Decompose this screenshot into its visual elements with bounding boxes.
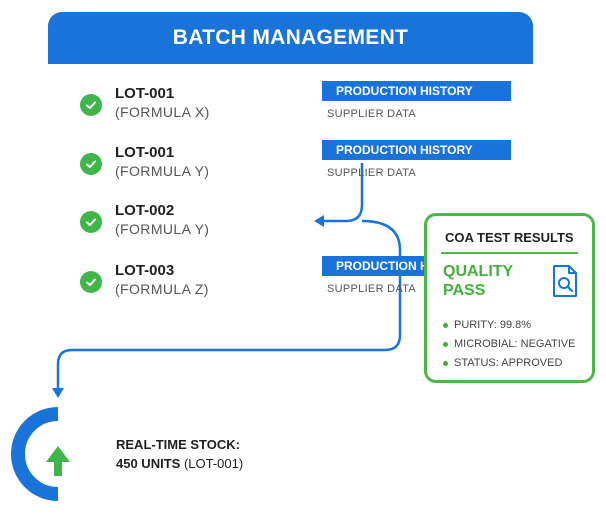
- header-bar: BATCH MANAGEMENT: [48, 12, 533, 64]
- stock-lot: (LOT-001): [183, 456, 244, 471]
- check-icon: [80, 94, 102, 116]
- list-item: MICROBIAL: NEGATIVE: [443, 335, 575, 354]
- check-icon: [80, 211, 102, 233]
- list-item: PURITY: 99.8%: [443, 316, 575, 335]
- lot-formula: (FORMULA Y): [115, 163, 210, 179]
- coa-title: COA TEST RESULTS: [445, 230, 574, 245]
- lot-id: LOT-002: [115, 202, 175, 219]
- check-icon: [80, 153, 102, 175]
- divider: [441, 252, 578, 254]
- lot-formula: (FORMULA X): [115, 104, 210, 120]
- quality-result: QUALITY PASS: [443, 263, 513, 299]
- result-text: MICROBIAL: NEGATIVE: [454, 338, 576, 350]
- check-icon: [80, 271, 102, 293]
- list-item: STATUS: APPROVED: [443, 354, 575, 373]
- lot-item[interactable]: LOT-002 (FORMULA Y): [80, 201, 209, 239]
- lot-item[interactable]: LOT-001 (FORMULA X): [80, 84, 210, 122]
- stock-value: 450 UNITS: [116, 456, 181, 471]
- document-search-icon[interactable]: [551, 264, 579, 303]
- lot-id: LOT-001: [115, 85, 175, 102]
- supplier-data-link[interactable]: SUPPLIER DATA: [327, 283, 417, 295]
- stock-gauge: [10, 406, 102, 507]
- supplier-data-link[interactable]: SUPPLIER DATA: [327, 108, 417, 120]
- lot-id: LOT-003: [115, 262, 175, 279]
- result-text: STATUS: APPROVED: [454, 357, 563, 369]
- coa-results-card[interactable]: COA TEST RESULTS QUALITY PASS PURITY: 99…: [424, 213, 595, 383]
- stock-label: REAL-TIME STOCK:: [116, 437, 240, 452]
- bullet-icon: [443, 323, 448, 328]
- bullet-icon: [443, 361, 448, 366]
- lot-item[interactable]: LOT-003 (FORMULA Z): [80, 261, 209, 299]
- production-history-tab[interactable]: PRODUCTION HISTORY: [322, 81, 511, 101]
- result-text: PURITY: 99.8%: [454, 319, 532, 331]
- lot-item[interactable]: LOT-001 (FORMULA Y): [80, 143, 209, 181]
- supplier-data-link[interactable]: SUPPLIER DATA: [327, 167, 417, 179]
- page-title: BATCH MANAGEMENT: [172, 26, 409, 49]
- stock-summary: REAL-TIME STOCK: 450 UNITS (LOT-001): [116, 435, 243, 473]
- production-history-tab[interactable]: PRODUCTION HISTORY: [322, 140, 511, 160]
- lot-formula: (FORMULA Y): [115, 221, 210, 237]
- bullet-icon: [443, 342, 448, 347]
- coa-results-list: PURITY: 99.8% MICROBIAL: NEGATIVE STATUS…: [443, 316, 575, 373]
- arrow-up-icon: [54, 460, 62, 476]
- lot-id: LOT-001: [115, 144, 175, 161]
- lot-formula: (FORMULA Z): [115, 281, 209, 297]
